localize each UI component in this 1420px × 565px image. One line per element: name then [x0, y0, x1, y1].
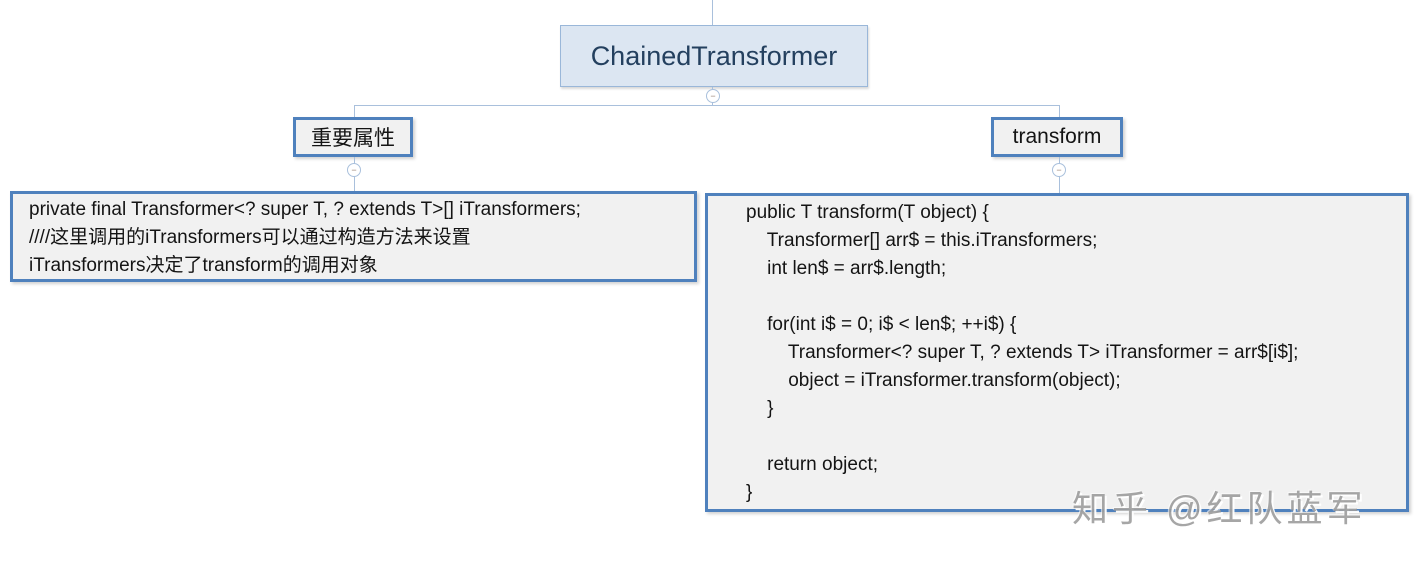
- collapse-toggle-transform[interactable]: −: [1052, 163, 1066, 177]
- code-line: return object;: [746, 454, 879, 475]
- connector-drop-right: [1059, 105, 1060, 117]
- connector-branch-rail: [354, 105, 1060, 106]
- attributes-line: ////这里调用的iTransformers可以通过构造方法来设置: [29, 227, 471, 248]
- topic-node-attributes[interactable]: 重要属性: [293, 117, 413, 157]
- code-line: object = iTransformer.transform(object);: [746, 370, 1121, 391]
- code-line: [746, 423, 1400, 451]
- code-line: int len$ = arr$.length;: [746, 258, 947, 279]
- collapse-toggle-attributes[interactable]: −: [347, 163, 361, 177]
- attributes-line: iTransformers决定了transform的调用对象: [29, 255, 378, 276]
- code-line: Transformer[] arr$ = this.iTransformers;: [746, 230, 1098, 251]
- code-line: for(int i$ = 0; i$ < len$; ++i$) {: [746, 314, 1017, 335]
- code-line: public T transform(T object) {: [746, 202, 989, 223]
- collapse-toggle-root[interactable]: −: [706, 89, 720, 103]
- connector-parent-root: [712, 0, 713, 26]
- code-line: Transformer<? super T, ? extends T> iTra…: [746, 342, 1299, 363]
- code-line: [746, 283, 1400, 311]
- topic-node-attributes-label: 重要属性: [311, 127, 395, 150]
- code-line: }: [746, 398, 774, 419]
- root-node-label: ChainedTransformer: [590, 40, 838, 71]
- transform-code-box[interactable]: public T transform(T object) { Transform…: [705, 193, 1409, 512]
- connector-drop-left: [354, 105, 355, 117]
- root-node[interactable]: ChainedTransformer: [560, 25, 868, 87]
- topic-node-transform-label: transform: [1012, 125, 1102, 148]
- attributes-detail-box[interactable]: private final Transformer<? super T, ? e…: [10, 191, 697, 282]
- attributes-line: private final Transformer<? super T, ? e…: [29, 199, 581, 220]
- code-line: }: [746, 482, 753, 503]
- topic-node-transform[interactable]: transform: [991, 117, 1123, 157]
